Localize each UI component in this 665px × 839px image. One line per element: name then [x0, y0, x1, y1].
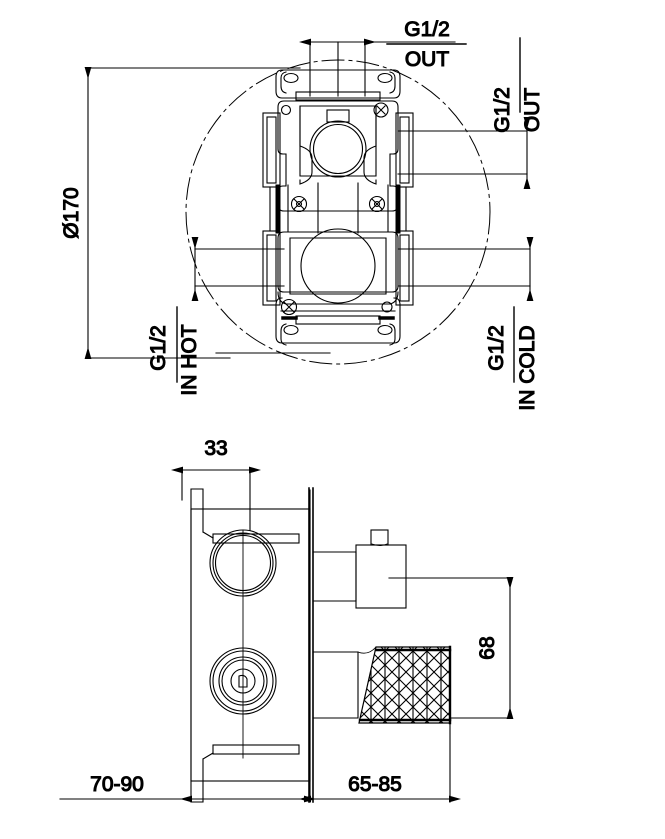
dim-label-65-85: 65-85 [348, 773, 402, 796]
knurl-stem-lower [312, 651, 359, 719]
dim-label-70-90: 70-90 [90, 773, 144, 796]
label-in-hot-line1: G1/2 [147, 325, 170, 371]
rail-right [395, 112, 414, 306]
label-out-top-line2: OUT [405, 48, 450, 71]
label-out-right-line2: OUT [521, 88, 544, 133]
lever-tab-upper [370, 529, 389, 546]
port-lower [300, 228, 376, 304]
rail-strip-top [212, 533, 300, 544]
label-in-cold-line1: G1/2 [485, 325, 508, 371]
mount-tab-bottom [190, 758, 204, 803]
label-in-cold-line2: IN COLD [516, 325, 539, 410]
dim-out-right [397, 117, 531, 189]
label-out-top-line1: G1/2 [404, 18, 450, 41]
lever-handle-upper [312, 529, 511, 609]
dim-out-top [299, 38, 456, 97]
dim-in-hot [191, 237, 331, 354]
dim-label-68: 68 [476, 636, 499, 659]
port-upper-outer [309, 120, 367, 178]
dim-label-diameter: Ø170 [60, 187, 83, 238]
lever-stem-upper [312, 551, 357, 602]
rail-left [262, 112, 281, 306]
rail-strip-bottom [212, 744, 300, 755]
mounting-ear-bottom [275, 297, 401, 346]
screw-bottom-left [280, 298, 298, 316]
knurled-handle-lower [312, 645, 452, 725]
dim-diameter-170 [84, 67, 301, 359]
lever-body-upper [355, 544, 407, 609]
label-in-hot-line2: IN HOT [178, 324, 201, 395]
dim-in-cold [397, 237, 534, 301]
valve-body-outline [190, 508, 311, 782]
dim-65-85 [299, 489, 461, 803]
screw-mid-right [368, 195, 386, 213]
dim-label-33: 33 [204, 437, 227, 460]
dim-70-90 [59, 489, 316, 803]
mounting-ear-top [275, 69, 401, 99]
rough-in-valve-body [262, 69, 414, 346]
port-upper-inner [312, 123, 364, 175]
dim-33 [171, 466, 261, 531]
label-out-right-line1: G1/2 [491, 87, 514, 133]
screw-top-right [373, 102, 389, 118]
screw-mid-left [290, 195, 308, 213]
trim-assembly [190, 487, 511, 803]
mount-tab-top [190, 488, 204, 533]
